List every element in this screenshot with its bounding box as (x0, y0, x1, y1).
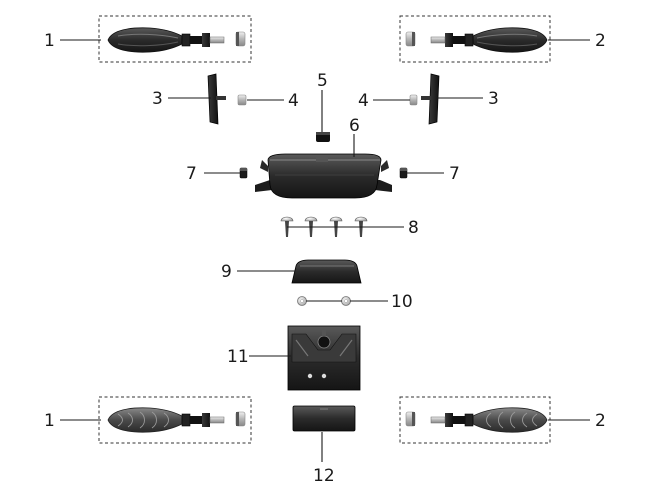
cover-cap (291, 259, 362, 284)
callout-3-left: 3 (152, 89, 163, 109)
callout-1-top: 1 (44, 31, 55, 51)
rear-indicator-left (98, 396, 252, 444)
screw (354, 216, 368, 237)
callout-10: 10 (391, 292, 413, 312)
front-indicator-left (98, 15, 252, 63)
nut-left (237, 94, 247, 106)
reflector (292, 405, 356, 432)
mounting-plate-right (421, 73, 440, 125)
callout-labels: 1 2 3 4 5 6 4 3 7 7 8 9 10 11 1 2 12 (44, 31, 606, 486)
bushing-left (239, 167, 248, 179)
callout-1-bottom: 1 (44, 411, 55, 431)
leader-lines (60, 39, 590, 462)
callout-6: 6 (349, 116, 360, 136)
screw (304, 216, 318, 237)
rear-indicator-right (399, 396, 551, 444)
callout-4-left: 4 (288, 91, 299, 111)
callout-9: 9 (221, 262, 232, 282)
plate-light-bracket (287, 325, 361, 391)
callout-2-bottom: 2 (595, 411, 606, 431)
washer-pair (297, 296, 351, 306)
screw (329, 216, 343, 237)
callout-11: 11 (227, 347, 249, 367)
bushing-right (399, 167, 408, 179)
callout-2-top: 2 (595, 31, 606, 51)
callout-5: 5 (317, 71, 328, 91)
callout-7-left: 7 (186, 164, 197, 184)
callout-3-right: 3 (488, 89, 499, 109)
plate-holder-housing (255, 153, 392, 199)
screw (280, 216, 294, 237)
callout-4-right: 4 (358, 91, 369, 111)
screw-set (280, 216, 368, 237)
front-indicator-right (399, 15, 551, 63)
callout-8: 8 (408, 218, 419, 238)
mounting-plate-left (207, 73, 226, 125)
callout-12: 12 (313, 466, 335, 486)
rubber-grommet (316, 132, 330, 142)
nut-right (409, 94, 418, 106)
callout-7-right: 7 (449, 164, 460, 184)
